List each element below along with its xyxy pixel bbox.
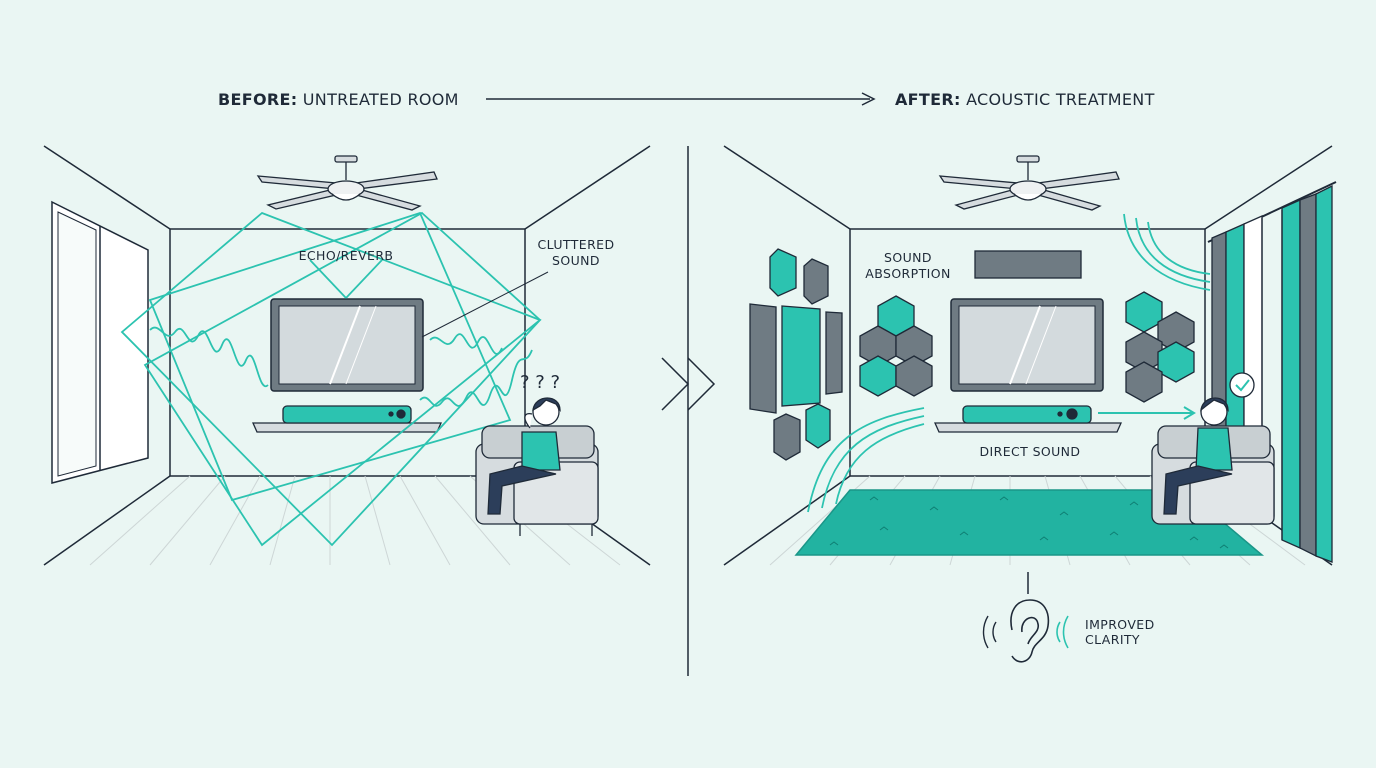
direct-sound-arrow — [1098, 406, 1196, 420]
echo-squiggle-waves — [149, 326, 533, 407]
hex-panels-left — [859, 295, 933, 397]
side-wall-panels — [749, 248, 843, 461]
cluttered-leader-line — [421, 271, 549, 338]
direct-sound-label: DIRECT SOUND — [980, 444, 1081, 459]
absorbed-sound-curves — [807, 213, 1211, 513]
ear-icon — [1010, 599, 1050, 663]
hex-panels-right — [1125, 291, 1195, 403]
checkmark-bubble-icon — [1229, 372, 1255, 398]
header-arrow-head-icon — [861, 92, 876, 106]
before-tv — [270, 298, 424, 392]
before-ceiling-fan-icon — [256, 155, 438, 211]
happy-person-avatar — [1163, 397, 1233, 515]
cluttered-label-line2: SOUND — [552, 253, 600, 268]
before-labels: ECHO/REVERB CLUTTERED SOUND — [299, 237, 615, 338]
absorption-label-line1: SOUND — [884, 250, 932, 265]
header: BEFORE: UNTREATED ROOM AFTER: ACOUSTIC T… — [218, 90, 1155, 109]
before-title: BEFORE: UNTREATED ROOM — [218, 90, 459, 109]
echo-reflection-lines — [120, 211, 542, 547]
clarity-waves-icon — [1056, 615, 1069, 649]
after-labels: SOUND ABSORPTION DIRECT SOUND — [865, 250, 1080, 459]
cluttered-label-line1: CLUTTERED — [538, 237, 615, 252]
confused-person-avatar — [487, 397, 561, 515]
ceiling-absorption-panel — [974, 250, 1082, 279]
clarity-label-line1: IMPROVED — [1085, 617, 1155, 632]
rug-texture — [829, 496, 1229, 549]
before-soundbar — [251, 405, 443, 433]
before-floor — [89, 475, 621, 566]
echo-reverb-label: ECHO/REVERB — [299, 248, 394, 263]
before-window — [51, 200, 149, 484]
after-title: AFTER: ACOUSTIC TREATMENT — [895, 90, 1155, 109]
acoustic-rug — [794, 489, 1265, 556]
confusion-marks: ? ? ? — [520, 372, 560, 393]
after-soundbar — [933, 405, 1123, 433]
transition-chevrons-icon — [661, 357, 716, 411]
clarity-label-line2: CLARITY — [1085, 632, 1140, 647]
after-ceiling-fan-icon — [938, 155, 1120, 211]
after-tv — [950, 298, 1104, 392]
absorption-label-line2: ABSORPTION — [865, 266, 950, 281]
sound-waves-icon — [982, 615, 997, 649]
